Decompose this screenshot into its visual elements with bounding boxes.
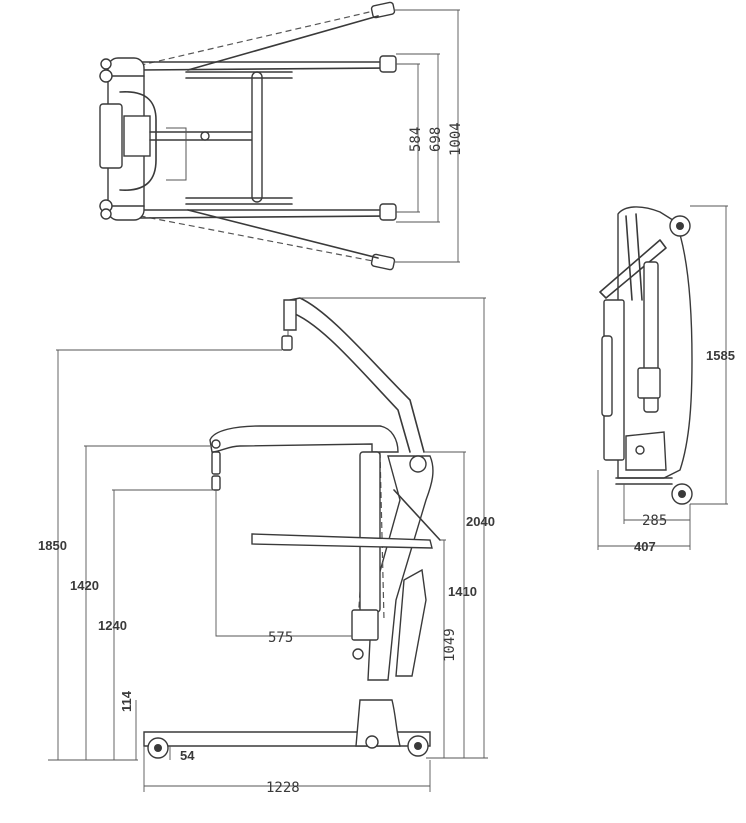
dim-584: 584 xyxy=(408,127,424,152)
dim-114: 114 xyxy=(119,690,134,712)
dim-285: 285 xyxy=(642,513,667,529)
dim-1049: 1049 xyxy=(442,628,458,662)
dim-1420: 1420 xyxy=(70,578,99,593)
dim-1004: 1004 xyxy=(448,122,464,156)
dim-575: 575 xyxy=(268,630,293,646)
top-view: 584 698 1004 xyxy=(99,1,464,271)
dim-2040: 2040 xyxy=(466,514,495,529)
side-view: 1850 1420 1240 114 54 575 1228 2040 1410… xyxy=(38,297,495,796)
dim-1240: 1240 xyxy=(98,618,127,633)
dim-1850: 1850 xyxy=(38,538,67,553)
dim-407: 407 xyxy=(634,539,656,554)
dim-1585: 1585 xyxy=(706,348,735,363)
dim-1410: 1410 xyxy=(448,584,477,599)
dim-1228: 1228 xyxy=(266,780,300,796)
dim-54: 54 xyxy=(180,748,195,763)
folded-view: 1585 285 407 xyxy=(597,205,735,554)
dim-698: 698 xyxy=(428,127,444,152)
